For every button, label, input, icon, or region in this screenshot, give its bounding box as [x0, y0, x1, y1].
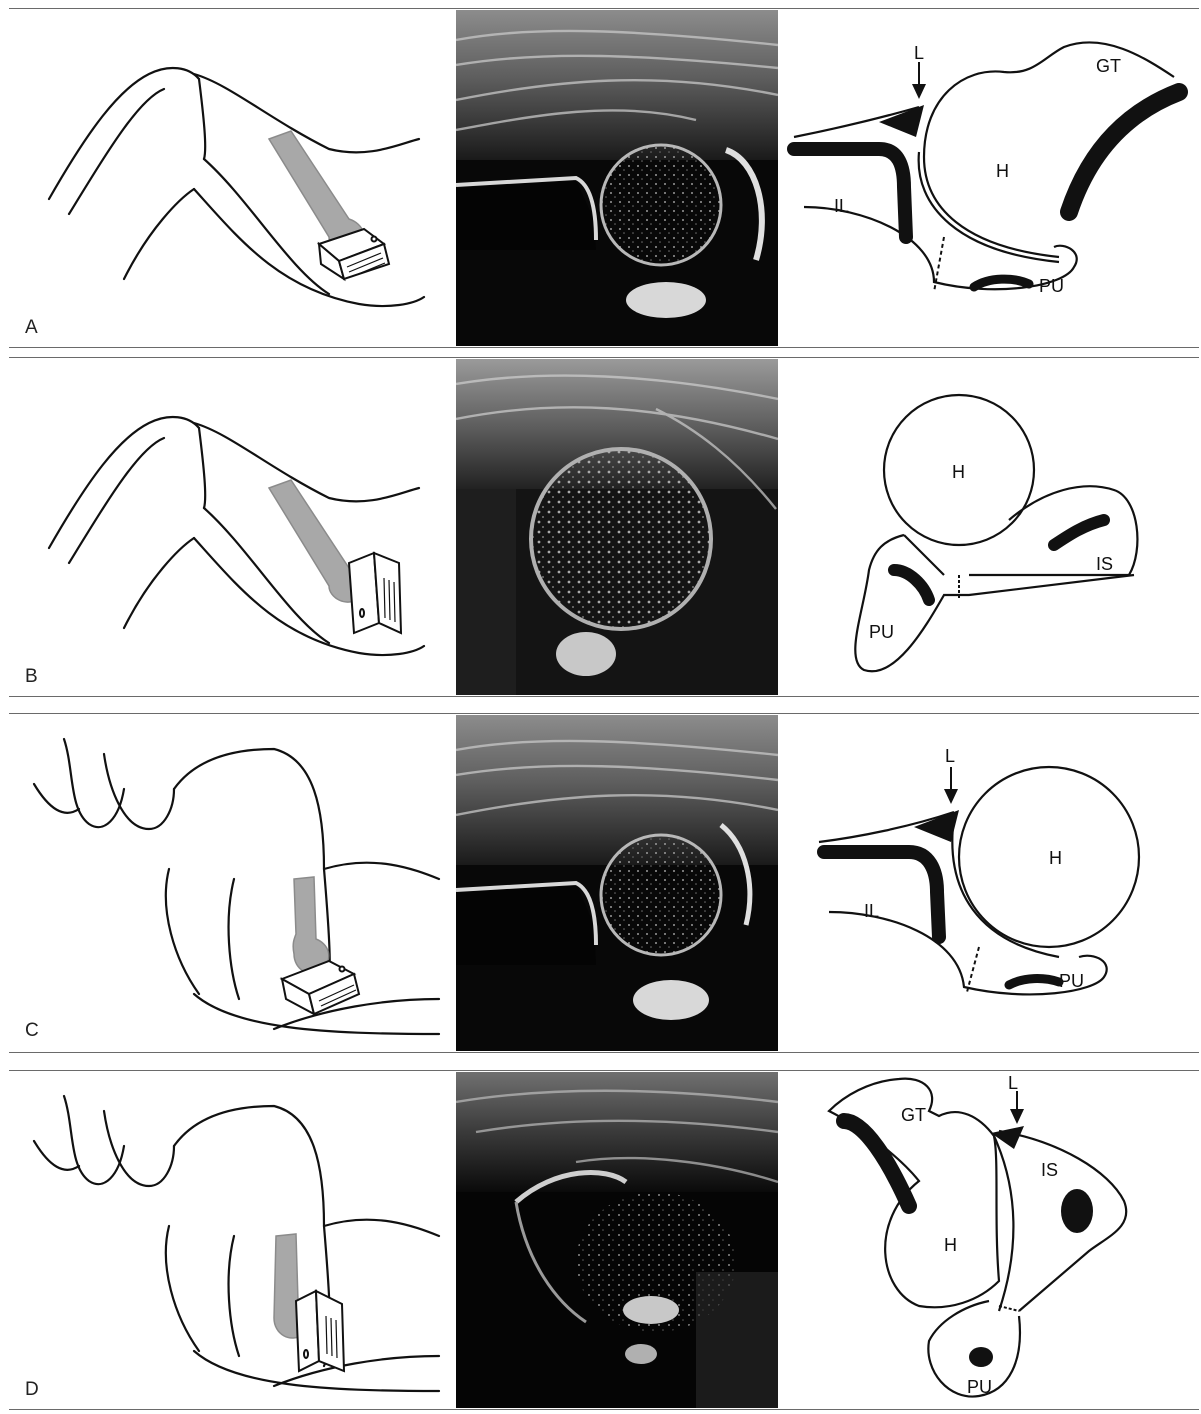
label-is: IS	[1041, 1160, 1058, 1180]
femoral-head-outline	[924, 42, 1174, 157]
labrum-shape	[879, 105, 924, 137]
ischium-outline	[999, 1131, 1126, 1311]
transducer-icon	[282, 961, 359, 1014]
panel-b-probe-illustration	[29, 388, 439, 678]
trochanter-bone	[1069, 92, 1179, 212]
pubis-bone	[1009, 979, 1059, 985]
triradiate-cartilage	[967, 947, 979, 992]
pubis-bone	[969, 1347, 993, 1367]
pubis-bone	[974, 279, 1029, 287]
panel-d: L H GT IS PU D	[9, 1071, 1199, 1409]
panel-b: H IS PU B	[9, 358, 1199, 696]
label-il: IL	[834, 196, 849, 216]
label-pu: PU	[1039, 276, 1064, 296]
label-pu: PU	[967, 1377, 992, 1397]
label-h: H	[944, 1235, 957, 1255]
pubis-bone	[894, 570, 929, 600]
panel-d-letter: D	[25, 1379, 39, 1401]
femur-shape	[293, 877, 329, 973]
panel-a-anatomy-schematic: L H IL GT PU	[784, 37, 1201, 327]
label-l: L	[945, 746, 955, 766]
ischium-bone	[1054, 520, 1104, 545]
panel-a-letter: A	[25, 317, 38, 339]
panel-a-ultrasound-image	[456, 10, 778, 346]
label-is: IS	[1096, 554, 1113, 574]
panel-b-ultrasound-image	[456, 359, 778, 695]
label-l: L	[914, 43, 924, 63]
ilium-bone	[794, 149, 906, 237]
label-gt: GT	[901, 1105, 926, 1125]
trochanter-bone	[844, 1121, 909, 1206]
label-il: IL	[864, 901, 879, 921]
panel-a: L H IL GT PU A	[9, 9, 1199, 347]
label-gt: GT	[1096, 56, 1121, 76]
panel-c-ultrasound-image	[456, 715, 778, 1051]
label-l: L	[1008, 1073, 1018, 1093]
label-h: H	[996, 161, 1009, 181]
ischium-bone	[1061, 1189, 1093, 1233]
panel-c-anatomy-schematic: L H IL PU	[789, 742, 1201, 1032]
transducer-icon	[296, 1291, 344, 1371]
panel-d-ultrasound-image	[456, 1072, 778, 1408]
panel-c-probe-illustration	[24, 729, 444, 1039]
ilium-bone	[824, 852, 939, 937]
label-pu: PU	[1059, 971, 1084, 991]
panel-a-probe-illustration	[29, 39, 439, 329]
label-h: H	[1049, 848, 1062, 868]
pubis-outline	[855, 535, 1134, 671]
panel-d-probe-illustration	[24, 1086, 444, 1396]
label-h: H	[952, 462, 965, 482]
panel-b-anatomy-schematic: H IS PU	[784, 370, 1201, 690]
triradiate-cartilage	[999, 1306, 1019, 1311]
panel-c: L H IL PU C	[9, 714, 1199, 1052]
label-pu: PU	[869, 622, 894, 642]
panel-d-anatomy-schematic: L H GT IS PU	[809, 1071, 1201, 1406]
panel-c-letter: C	[25, 1020, 39, 1042]
transducer-icon	[349, 553, 401, 633]
panel-b-letter: B	[25, 666, 38, 688]
